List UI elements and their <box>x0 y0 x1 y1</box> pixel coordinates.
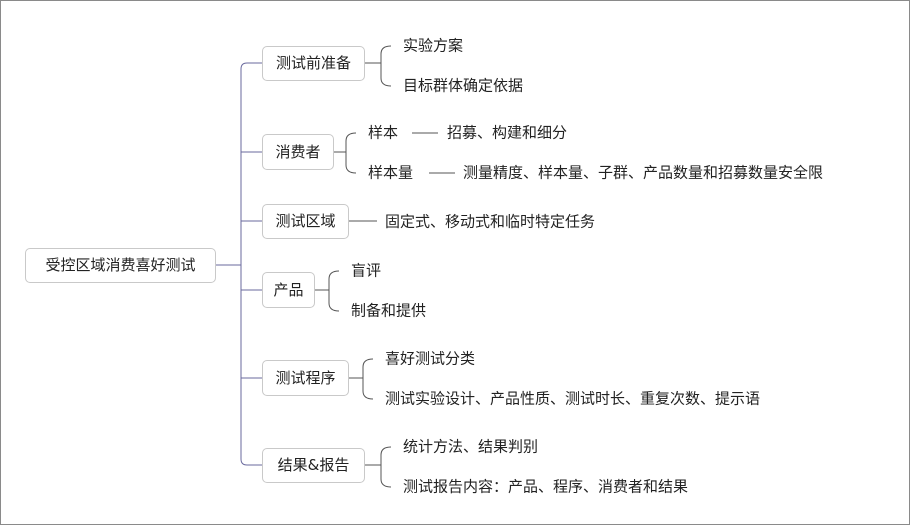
trunk-link <box>240 62 248 466</box>
leaf-prep-target: 目标群体确定依据 <box>403 76 524 95</box>
branch-node-results[interactable]: 结果&报告 <box>262 448 365 483</box>
leaf-results-stats: 统计方法、结果判别 <box>403 437 539 456</box>
branch-node-product[interactable]: 产品 <box>262 272 315 308</box>
branch-node-procedure[interactable]: 测试程序 <box>262 360 349 396</box>
leaf-consumer-sample: 样本 <box>368 123 399 142</box>
prep-link-bracket <box>380 45 392 87</box>
leaf-consumer-size: 样本量 <box>368 163 414 182</box>
branch-node-area[interactable]: 测试区域 <box>262 204 349 239</box>
leaf-consumer-size-detail: 测量精度、样本量、子群、产品数量和招募数量安全限 <box>463 163 824 182</box>
consumer-link-bracket <box>345 132 357 174</box>
root-node[interactable]: 受控区域消费喜好测试 <box>25 248 216 283</box>
leaf-results-report: 测试报告内容：产品、程序、消费者和结果 <box>403 477 689 496</box>
results-link-bracket <box>380 446 392 488</box>
leaf-product-prep: 制备和提供 <box>351 301 427 320</box>
leaf-procedure-design: 测试实验设计、产品性质、测试时长、重复次数、提示语 <box>385 389 761 408</box>
leaf-area-types: 固定式、移动式和临时特定任务 <box>385 212 596 231</box>
leaf-consumer-sample-detail: 招募、构建和细分 <box>447 123 568 142</box>
leaf-prep-plan: 实验方案 <box>403 36 464 55</box>
leaf-procedure-class: 喜好测试分类 <box>385 349 476 368</box>
branch-node-prep[interactable]: 测试前准备 <box>262 46 365 81</box>
product-link-bracket <box>328 270 340 312</box>
branch-node-consumer[interactable]: 消费者 <box>262 134 334 170</box>
procedure-link-bracket <box>362 358 374 400</box>
leaf-product-blind: 盲评 <box>351 261 382 280</box>
